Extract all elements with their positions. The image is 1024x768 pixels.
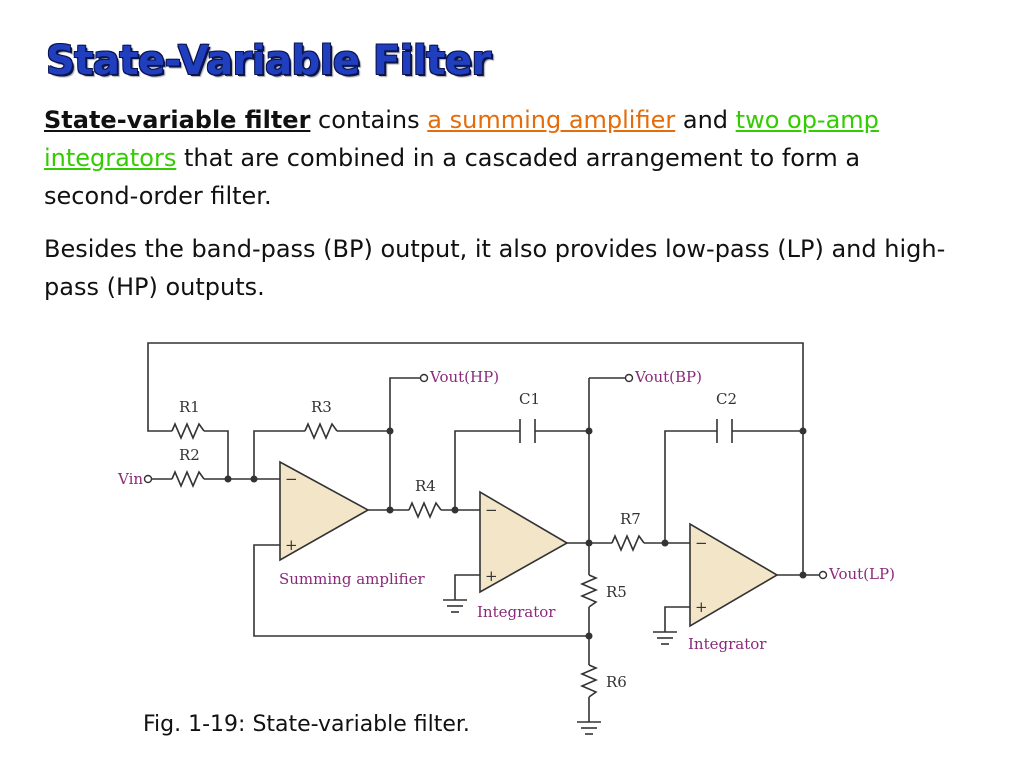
lp-terminal (818, 570, 828, 580)
paragraph-outputs: Besides the band-pass (BP) output, it al… (44, 235, 946, 301)
resistor-r2 (171, 469, 205, 489)
ground-icon (577, 721, 601, 735)
integrator1-label: Integrator (477, 603, 556, 621)
integrator2-label: Integrator (688, 635, 767, 653)
ground-icon (653, 631, 677, 645)
capacitor-c2 (716, 419, 733, 443)
c2-label: C2 (716, 390, 737, 408)
resistor-r4 (408, 500, 442, 520)
c1-label: C1 (519, 390, 540, 408)
r3-label: R3 (311, 398, 332, 416)
text-rest: that are combined in a cascaded arrangem… (44, 144, 861, 210)
r5-label: R5 (606, 583, 627, 601)
r1-label: R1 (179, 398, 200, 416)
summing-op-amp: − + (279, 460, 370, 562)
text-contains: contains (310, 106, 428, 134)
highlight-integrators: two op-amp integrators (44, 106, 879, 172)
slide-title: State-Variable Filter (46, 38, 491, 84)
vout-bp-label: Vout(BP) (634, 368, 702, 386)
integrator1-minus-sign: − (485, 501, 498, 519)
r2-label: R2 (179, 446, 200, 464)
vout-hp-label: Vout(HP) (429, 368, 499, 386)
summing-plus-sign: + (285, 536, 298, 554)
resistor-r5 (579, 574, 599, 608)
vin-label: Vin (117, 470, 143, 488)
vout-lp-label: Vout(LP) (828, 565, 895, 583)
bp-terminal (624, 373, 634, 383)
ground-icon (443, 599, 467, 613)
junction-dots (224, 427, 807, 640)
resistor-r6 (579, 664, 599, 698)
integrator1-op-amp: − + (479, 490, 569, 594)
figure-caption: Fig. 1-19: State-variable filter. (143, 712, 470, 737)
resistor-r7 (611, 533, 645, 553)
term-state-variable-filter: State-variable filter (44, 106, 311, 134)
r4-label: R4 (415, 477, 436, 495)
capacitor-c1 (519, 419, 536, 443)
resistor-r1 (171, 421, 205, 441)
integrator2-minus-sign: − (695, 534, 708, 552)
r7-label: R7 (620, 510, 641, 528)
summing-amplifier-label: Summing amplifier (279, 570, 425, 588)
summing-minus-sign: − (285, 470, 298, 488)
highlight-summing-amplifier: a summing amplifier (427, 106, 676, 134)
text-and: and (675, 106, 736, 134)
integrator2-plus-sign: + (695, 598, 708, 616)
resistor-r3 (304, 421, 338, 441)
integrator2-op-amp: − + (689, 522, 779, 628)
r6-label: R6 (606, 673, 627, 691)
vin-terminal (143, 474, 153, 484)
paragraph-intro: State-variable filter contains a summing… (44, 101, 949, 215)
hp-terminal (419, 373, 429, 383)
integrator1-plus-sign: + (485, 567, 498, 585)
